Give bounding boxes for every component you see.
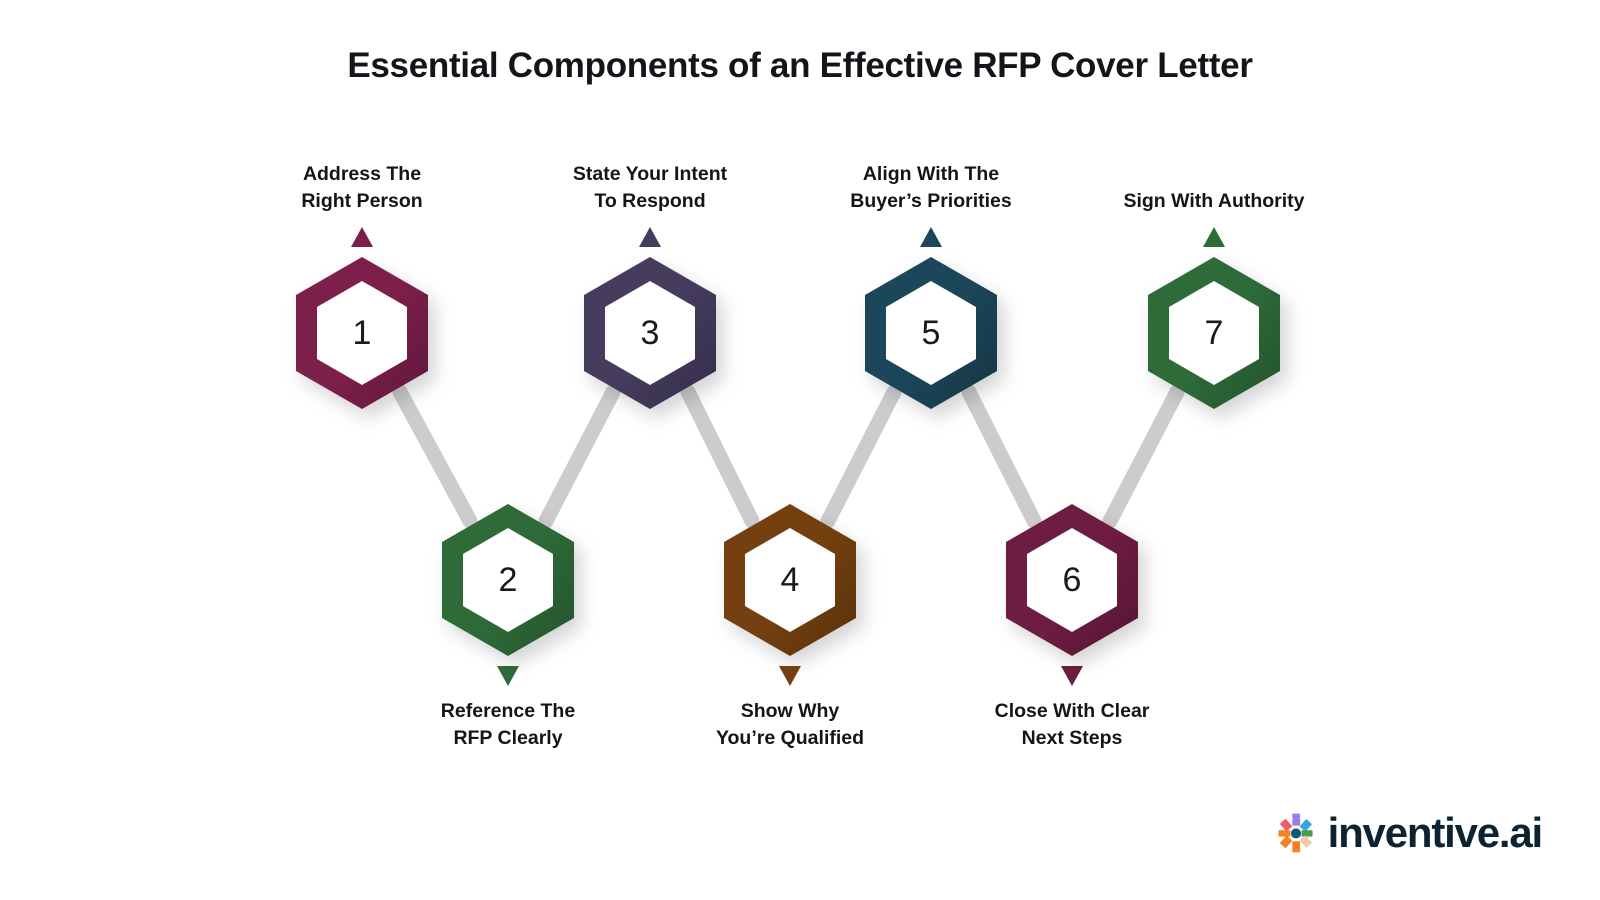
hexagon-number-2: 2 xyxy=(498,561,518,599)
hexagon-inner-face xyxy=(605,281,695,385)
hexagon-7[interactable]: 7 xyxy=(1148,257,1280,409)
node-label-line1: Show Why xyxy=(740,700,840,722)
mark-green xyxy=(1301,830,1313,837)
node-label-3: State Your Intent To Respond xyxy=(485,161,815,215)
node-label-line2: Buyer’s Priorities xyxy=(850,190,1012,213)
node-label-7: Sign With Authority xyxy=(1049,188,1379,215)
pointer-triangle-1 xyxy=(351,227,373,247)
mark-orange-bottom xyxy=(1291,841,1300,853)
node-label-line2: RFP Clearly xyxy=(453,726,563,749)
connector-5-6 xyxy=(961,384,1042,529)
hexagon-inner-face xyxy=(886,281,976,385)
pointer-triangle-5 xyxy=(920,227,942,247)
hexagon-number-5: 5 xyxy=(921,314,941,352)
mark-center-dot xyxy=(1290,828,1301,839)
hexagon-number-3: 3 xyxy=(640,314,660,352)
connector-2-3 xyxy=(538,384,621,529)
pointer-triangle-3 xyxy=(639,227,661,247)
node-label-line2: Next Steps xyxy=(1021,726,1123,749)
hexagon-2[interactable]: 2 xyxy=(442,504,574,656)
hexagon-number-1: 1 xyxy=(352,314,372,352)
pointer-triangle-7 xyxy=(1203,227,1225,247)
connector-3-4 xyxy=(680,384,760,529)
node-label-line2: You’re Qualified xyxy=(715,726,865,749)
connector-6-7 xyxy=(1102,384,1185,529)
connector-1-2 xyxy=(392,384,478,529)
page-title: Essential Components of an Effective RFP… xyxy=(347,46,1253,85)
brand-name: inventive.ai xyxy=(1327,809,1544,856)
mark-peach xyxy=(1299,835,1312,848)
node-label-line1: Align With The xyxy=(862,163,1000,186)
pointer-triangle-6 xyxy=(1061,666,1083,686)
brand-logo: inventive.ai xyxy=(1273,809,1544,856)
node-label-line2: Right Person xyxy=(301,190,423,213)
inventive-pinwheel-icon xyxy=(1278,813,1313,853)
node-label-line1: Close With Clear xyxy=(994,700,1150,722)
mark-orange-bottom-left xyxy=(1279,835,1292,848)
hexagon-3[interactable]: 3 xyxy=(584,257,716,409)
hexagon-number-6: 6 xyxy=(1062,561,1082,599)
hexagon-number-7: 7 xyxy=(1204,314,1224,352)
hexagon-number-4: 4 xyxy=(780,561,800,599)
node-label-line1: Reference The xyxy=(440,700,576,722)
mark-orange-left xyxy=(1278,830,1291,837)
pointer-triangle-2 xyxy=(497,666,519,686)
hexagon-6[interactable]: 6 xyxy=(1006,504,1138,656)
node-label-line1: State Your Intent xyxy=(572,163,728,186)
node-label-line1: Sign With Authority xyxy=(1123,190,1305,213)
hexagon-inner-face xyxy=(317,281,407,385)
connector-4-5 xyxy=(820,384,902,529)
hexagon-5[interactable]: 5 xyxy=(865,257,997,409)
node-label-line1: Address The xyxy=(302,163,422,186)
hexagon-4[interactable]: 4 xyxy=(724,504,856,656)
hexagon-1[interactable]: 1 xyxy=(296,257,428,409)
mark-blue xyxy=(1299,819,1312,832)
pointer-triangle-4 xyxy=(779,666,801,686)
node-label-line2: To Respond xyxy=(594,190,706,213)
hexagon-inner-face xyxy=(1169,281,1259,385)
mark-coral xyxy=(1279,819,1292,832)
mark-purple xyxy=(1291,813,1300,826)
